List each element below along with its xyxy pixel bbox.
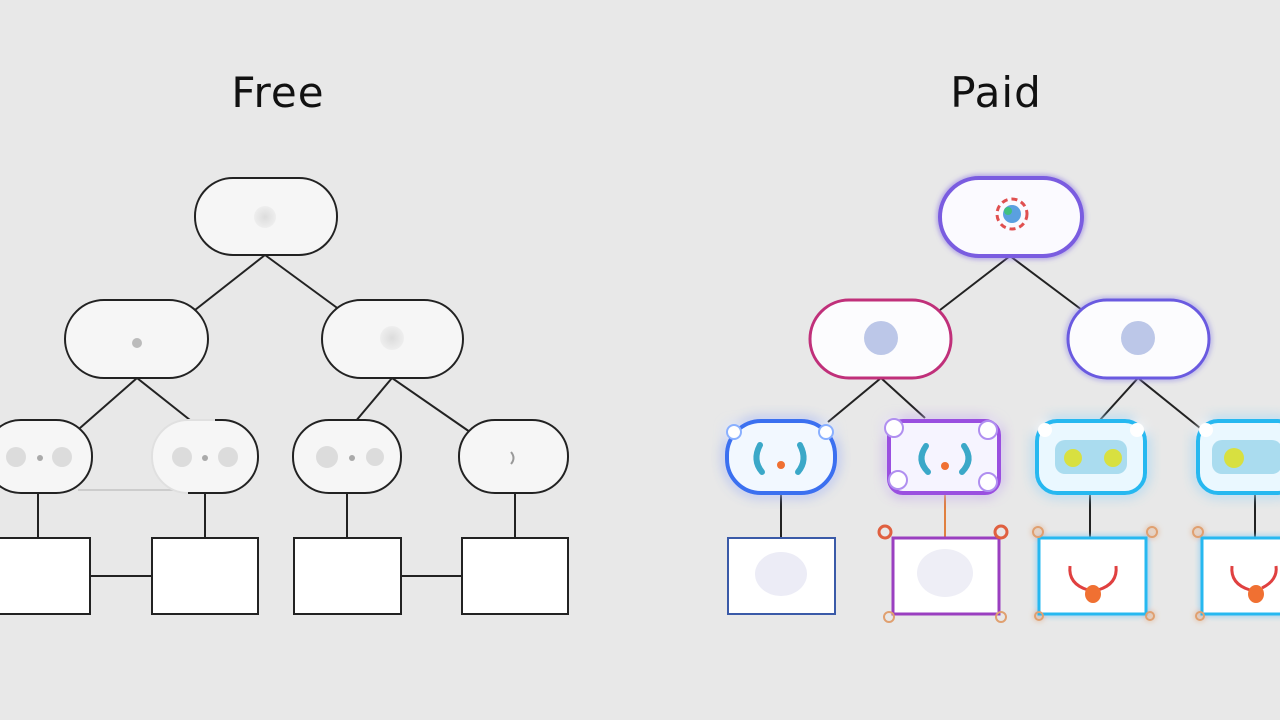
free-nodes: [0, 177, 569, 615]
paid-leaf-box: [727, 537, 836, 615]
free-title: Free: [231, 68, 325, 117]
paid-leaf-box: [1192, 526, 1280, 621]
free-node-dot: [366, 448, 384, 466]
free-leaf-box: [151, 537, 259, 615]
free-edge: [136, 377, 191, 421]
free-node-dot: [254, 206, 276, 228]
free-node-dot: [6, 447, 26, 467]
paid-leaf-box: [877, 524, 1009, 623]
paid-edge: [1137, 377, 1201, 429]
free-node-dot: [202, 455, 208, 461]
free-level3-node: [0, 419, 93, 494]
free-node-dot: [37, 455, 43, 461]
free-node-dot: [380, 326, 404, 350]
paid-edge: [1009, 255, 1083, 311]
free-node-dot: [218, 447, 238, 467]
paid-level3-node: [725, 419, 837, 495]
paid-edges: [780, 255, 1256, 538]
paid-leaf-box: [1032, 526, 1158, 621]
paid-nodes: [725, 176, 1280, 623]
free-tree: [37, 254, 516, 577]
paid-node-dot: [1121, 321, 1155, 355]
free-level3-node: [292, 419, 402, 494]
paid-level3-node: [1035, 419, 1147, 495]
free-leaf-box: [0, 537, 91, 615]
paid-root-icon: [995, 197, 1029, 231]
paid-title: Paid: [950, 68, 1042, 117]
paid-level3-node: [1196, 419, 1280, 495]
free-edge: [391, 377, 471, 433]
paid-node-dot: [864, 321, 898, 355]
free-node-outline: [188, 419, 260, 494]
free-node-dot: [132, 338, 142, 348]
paid-level3-node: [884, 418, 1001, 495]
paid-edge: [880, 377, 926, 419]
free-node-mark: [510, 451, 515, 465]
free-node-dot: [172, 447, 192, 467]
free-node-dot: [52, 447, 72, 467]
paid-edge: [1099, 377, 1139, 421]
free-node-dot: [349, 455, 355, 461]
free-edge: [194, 254, 266, 311]
free-node-dot: [316, 446, 338, 468]
free-edge: [79, 377, 138, 429]
paid-edge: [827, 377, 882, 423]
free-leaf-box: [461, 537, 569, 615]
free-leaf-box: [293, 537, 402, 615]
paid-edge: [939, 255, 1011, 311]
free-edge: [264, 254, 341, 311]
free-edge: [354, 377, 393, 423]
